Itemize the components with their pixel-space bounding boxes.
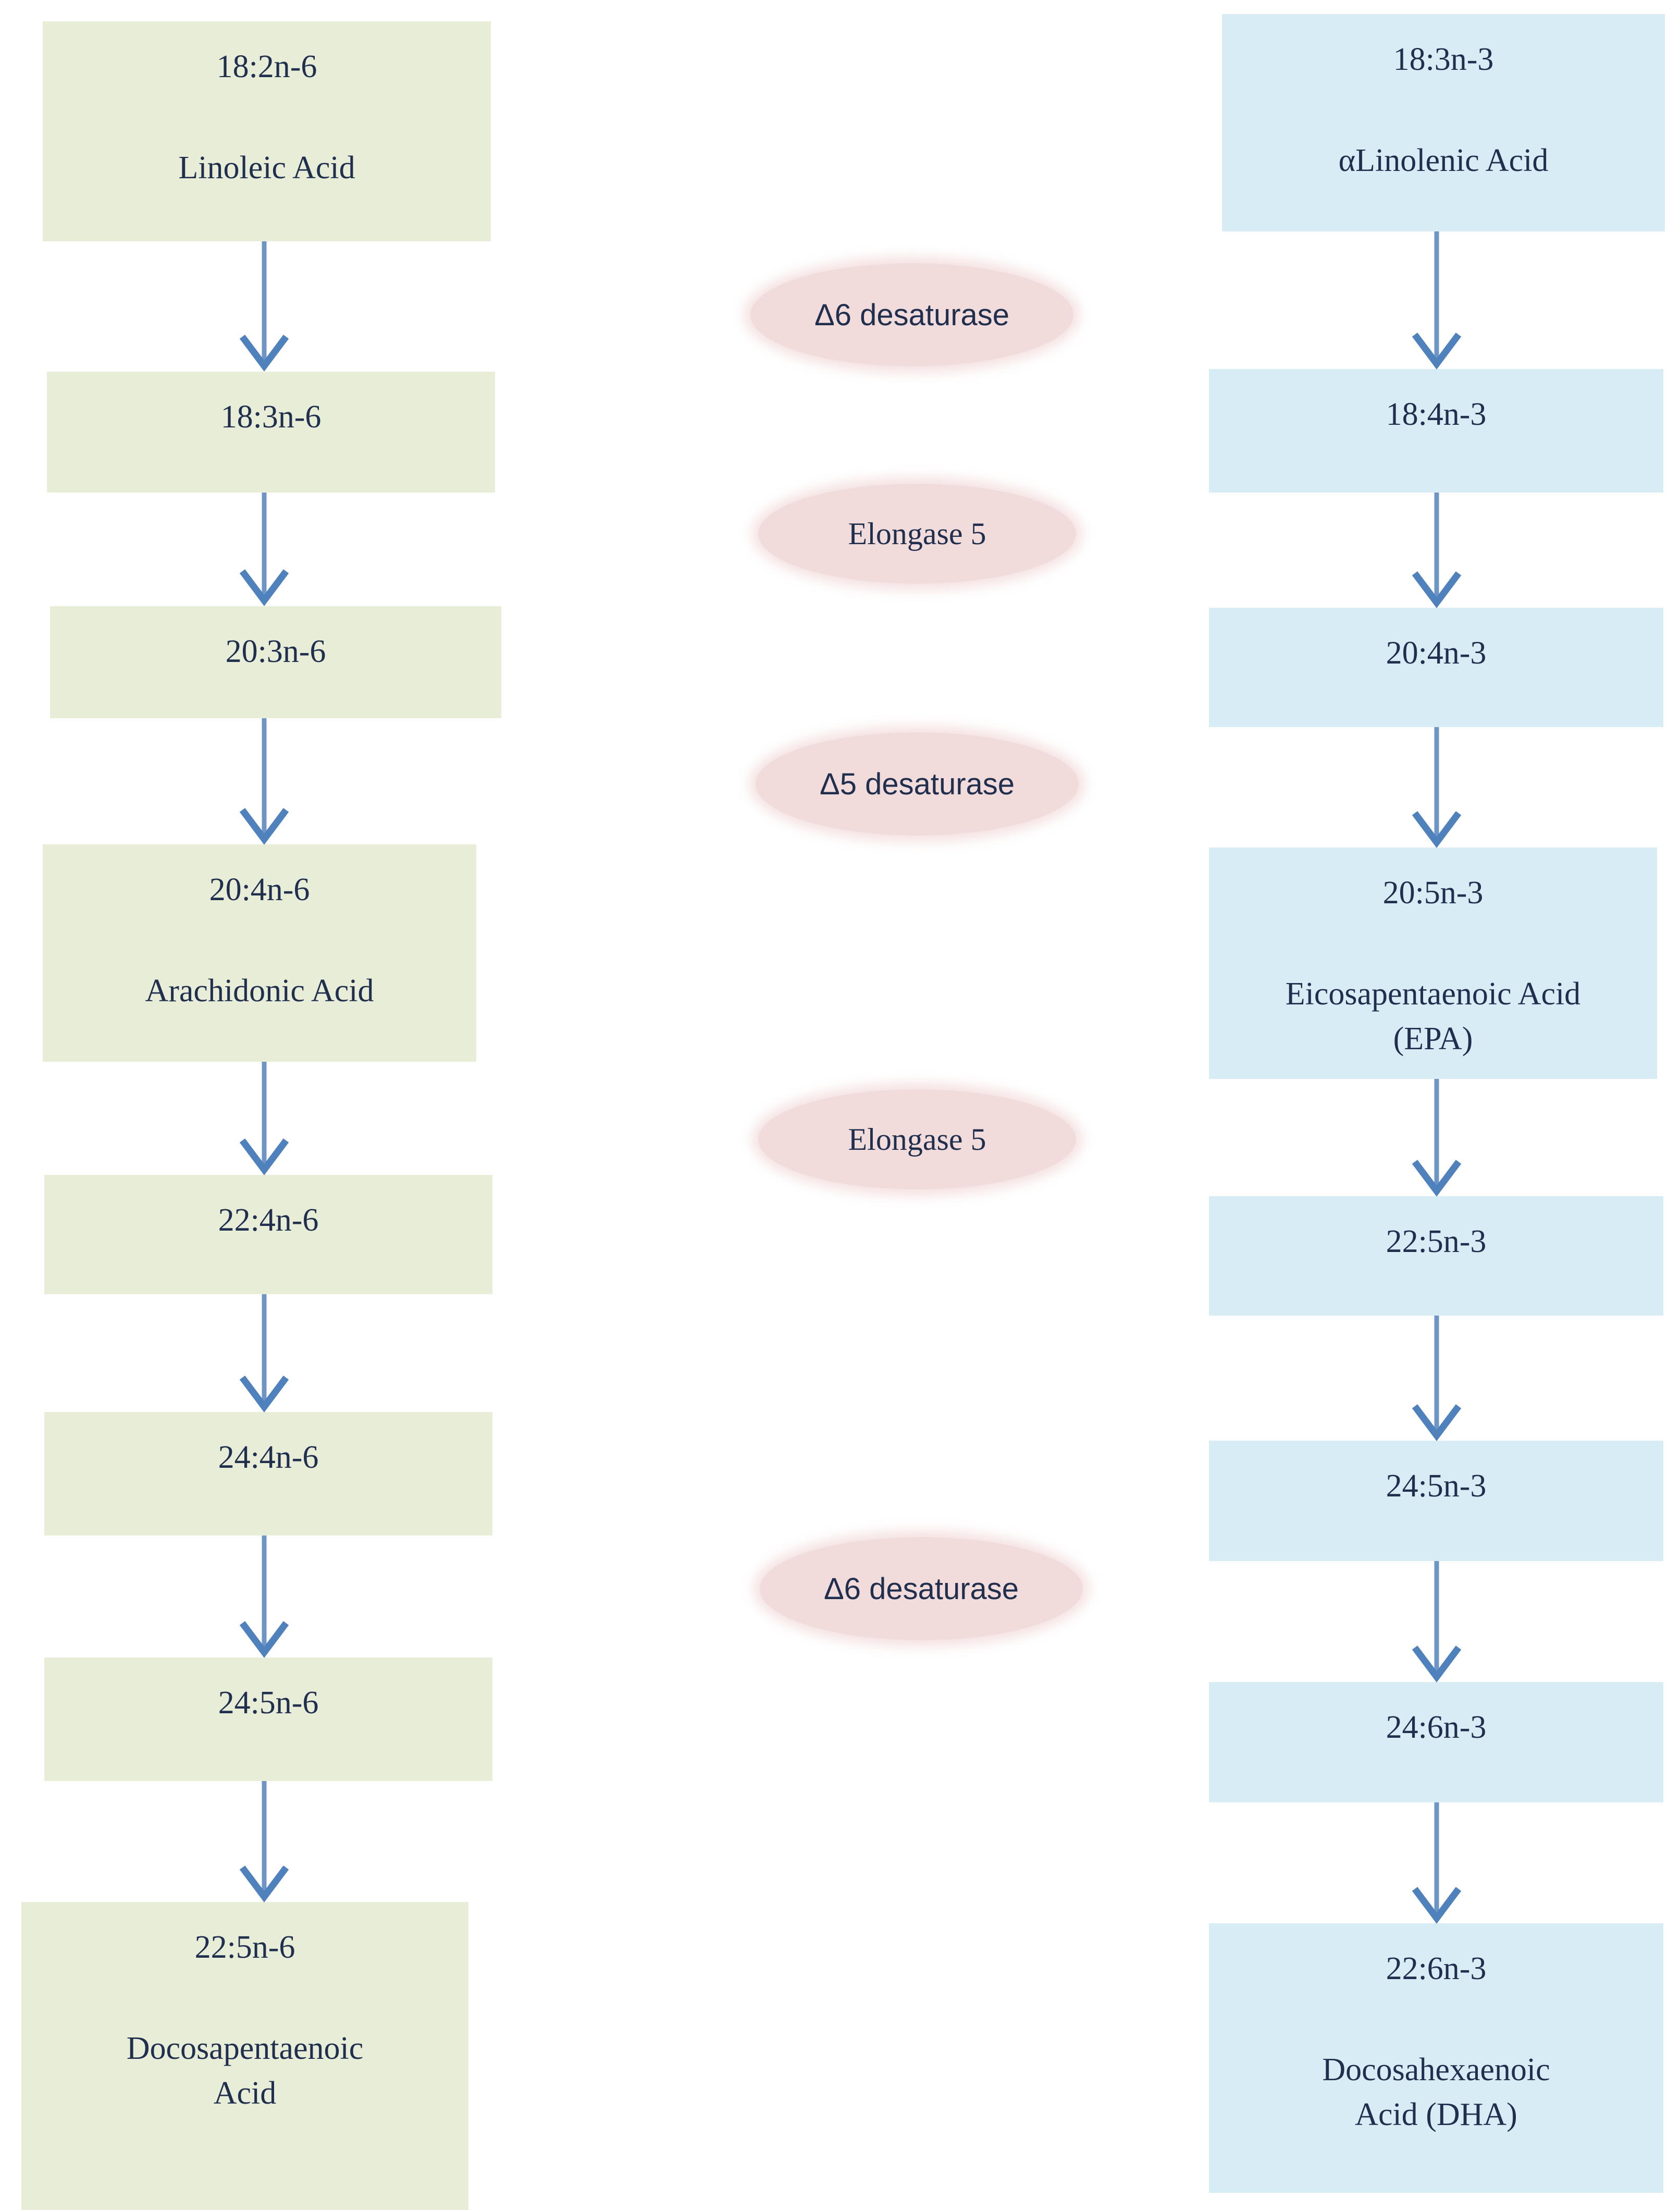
- box-omega3-22-5n-3: 22:5n-3: [1209, 1196, 1663, 1316]
- box-omega3-24-5n-3: 24:5n-3: [1209, 1441, 1663, 1561]
- enzyme-elongase5-1: Elongase 5: [758, 484, 1076, 584]
- fatty-acid-code: 24:5n-6: [218, 1685, 319, 1721]
- down-arrow-icon: [1412, 493, 1462, 608]
- box-omega6-24-5n-6: 24:5n-6: [44, 1658, 492, 1781]
- enzyme-label: Δ6 desaturase: [823, 1571, 1019, 1606]
- fatty-acid-code: 18:3n-3: [1393, 42, 1494, 77]
- box-omega6-18-2n-6: 18:2n-6 Linoleic Acid: [43, 21, 491, 241]
- enzyme-label: Δ5 desaturase: [819, 767, 1015, 801]
- fatty-acid-code: 18:4n-3: [1386, 397, 1487, 432]
- down-arrow-icon: [1412, 231, 1462, 370]
- box-omega3-20-5n-3: 20:5n-3 Eicosapentaenoic Acid (EPA): [1209, 848, 1657, 1079]
- box-omega6-22-4n-6: 22:4n-6: [44, 1175, 492, 1294]
- box-omega3-18-3n-3: 18:3n-3 αLinolenic Acid: [1222, 14, 1665, 231]
- enzyme-d6-desaturase-2: Δ6 desaturase: [760, 1537, 1083, 1640]
- down-arrow-icon: [1412, 727, 1462, 848]
- fatty-acid-name: Docosahexaenoic: [1322, 2052, 1550, 2088]
- box-omega6-24-4n-6: 24:4n-6: [44, 1412, 492, 1536]
- fatty-acid-name: Docosapentaenoic: [126, 2031, 364, 2066]
- enzyme-elongase5-2: Elongase 5: [758, 1089, 1076, 1189]
- fatty-acid-name: Arachidonic Acid: [145, 973, 374, 1009]
- fatty-acid-name: Eicosapentaenoic Acid: [1285, 976, 1581, 1012]
- down-arrow-icon: [239, 718, 289, 845]
- box-omega3-20-4n-3: 20:4n-3: [1209, 608, 1663, 727]
- box-omega6-20-3n-6: 20:3n-6: [50, 606, 501, 718]
- fatty-acid-code: 20:5n-3: [1382, 875, 1484, 911]
- fatty-acid-code: 24:4n-6: [218, 1440, 319, 1475]
- fatty-acid-name: Linoleic Acid: [178, 150, 355, 186]
- down-arrow-icon: [1412, 1316, 1462, 1441]
- enzyme-d5-desaturase: Δ5 desaturase: [756, 732, 1079, 836]
- fatty-acid-name: Acid: [213, 2076, 277, 2111]
- down-arrow-icon: [239, 1294, 289, 1413]
- down-arrow-icon: [239, 493, 289, 606]
- enzyme-d6-desaturase-1: Δ6 desaturase: [750, 263, 1073, 366]
- enzyme-label: Elongase 5: [848, 516, 986, 551]
- box-omega6-18-3n-6: 18:3n-6: [47, 372, 495, 493]
- fatty-acid-code: 20:4n-6: [209, 872, 310, 907]
- box-omega3-22-6n-3: 22:6n-3 Docosahexaenoic Acid (DHA): [1209, 1923, 1663, 2193]
- box-omega6-20-4n-6: 20:4n-6 Arachidonic Acid: [43, 844, 476, 1062]
- fatty-acid-code: 18:3n-6: [220, 399, 322, 435]
- enzyme-label: Δ6 desaturase: [814, 298, 1010, 332]
- fatty-acid-code: 20:3n-6: [225, 634, 326, 669]
- fatty-acid-code: 22:6n-3: [1386, 1951, 1487, 1986]
- box-omega3-18-4n-3: 18:4n-3: [1209, 369, 1663, 493]
- enzyme-label: Elongase 5: [848, 1122, 986, 1157]
- fatty-acid-name: Acid (DHA): [1355, 2097, 1517, 2132]
- fatty-acid-code: 18:2n-6: [216, 49, 317, 84]
- down-arrow-icon: [1412, 1561, 1462, 1683]
- box-omega3-24-6n-3: 24:6n-3: [1209, 1682, 1663, 1802]
- fatty-acid-code: 24:5n-3: [1386, 1468, 1487, 1504]
- fatty-acid-code: 22:4n-6: [218, 1202, 319, 1238]
- fatty-acid-name: αLinolenic Acid: [1338, 143, 1549, 178]
- fatty-acid-code: 22:5n-6: [194, 1930, 295, 1965]
- fatty-acid-code: 22:5n-3: [1386, 1224, 1487, 1259]
- down-arrow-icon: [1412, 1079, 1462, 1197]
- fatty-acid-name: (EPA): [1393, 1021, 1473, 1057]
- fatty-acid-code: 20:4n-3: [1386, 635, 1487, 671]
- down-arrow-icon: [239, 1781, 289, 1902]
- fatty-acid-code: 24:6n-3: [1386, 1710, 1487, 1745]
- box-omega6-22-5n-6: 22:5n-6 Docosapentaenoic Acid: [21, 1902, 468, 2210]
- down-arrow-icon: [239, 1536, 289, 1658]
- down-arrow-icon: [1412, 1802, 1462, 1924]
- down-arrow-icon: [239, 241, 289, 372]
- down-arrow-icon: [239, 1062, 289, 1175]
